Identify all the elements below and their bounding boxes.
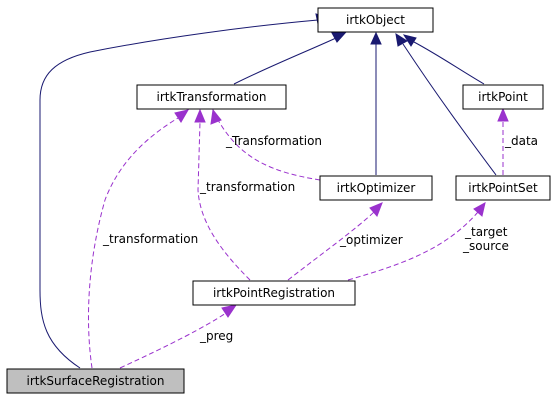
node-irtk-pointset-label: irtkPointSet bbox=[468, 181, 538, 195]
svg-text:_transformation: _transformation bbox=[102, 232, 198, 246]
edge-pointset-to-object bbox=[402, 43, 497, 176]
node-irtk-pointset-box bbox=[455, 175, 551, 201]
node-irtk-point-registration[interactable]: irtkPointRegistration bbox=[192, 280, 356, 306]
svg-text:_target: _target bbox=[464, 225, 508, 239]
node-irtk-point-box bbox=[462, 84, 544, 110]
arrow-point-to-object bbox=[402, 34, 417, 47]
node-irtk-surface-registration[interactable]: irtkSurfaceRegistration bbox=[6, 368, 185, 394]
arrow-surface-registration-uses-transformation bbox=[174, 109, 190, 123]
node-irtk-object-label: irtkObject bbox=[346, 13, 405, 27]
node-irtk-point-label: irtkPoint bbox=[478, 90, 528, 104]
node-irtk-pointset[interactable]: irtkPointSet bbox=[455, 175, 551, 201]
node-irtk-surface-registration-label: irtkSurfaceRegistration bbox=[27, 374, 165, 388]
edge-surface-registration-uses-transformation bbox=[88, 117, 179, 369]
node-irtk-point[interactable]: irtkPoint bbox=[462, 84, 544, 110]
edge-surface-registration-uses-point-registration bbox=[119, 312, 227, 369]
node-irtk-object-box bbox=[317, 7, 434, 33]
edge-surface-registration-to-object bbox=[39, 19, 319, 369]
label-transformation-from-optimizer: _Transformation bbox=[225, 134, 322, 148]
arrow-transformation-to-object bbox=[331, 31, 348, 43]
node-irtk-optimizer-label: irtkOptimizer bbox=[337, 181, 416, 195]
node-irtk-transformation-box bbox=[136, 84, 287, 110]
arrow-optimizer-to-object bbox=[370, 31, 382, 45]
arrow-pointset-to-object bbox=[395, 32, 408, 47]
svg-text:_data: _data bbox=[504, 134, 538, 148]
node-irtk-optimizer[interactable]: irtkOptimizer bbox=[319, 175, 433, 201]
label-source: _source bbox=[462, 239, 509, 253]
arrow-point-registration-uses-transformation bbox=[194, 108, 206, 123]
node-irtk-optimizer-box bbox=[319, 175, 433, 201]
edge-point-to-object bbox=[413, 41, 485, 85]
node-irtk-surface-registration-box bbox=[6, 368, 185, 394]
svg-text:_transformation: _transformation bbox=[199, 180, 295, 194]
edge-transformation-to-object bbox=[233, 37, 337, 85]
label-target: _target bbox=[464, 225, 508, 239]
arrow-surface-registration-uses-point-registration bbox=[221, 304, 238, 318]
node-irtk-transformation-label: irtkTransformation bbox=[157, 90, 267, 104]
svg-text:_Transformation: _Transformation bbox=[225, 134, 322, 148]
label-optimizer: _optimizer bbox=[339, 233, 403, 247]
label-transformation-from-point-registration: _transformation bbox=[199, 180, 295, 194]
svg-text:_source: _source bbox=[462, 239, 509, 253]
label-data: _data bbox=[504, 134, 538, 148]
svg-text:_optimizer: _optimizer bbox=[339, 233, 403, 247]
arrow-pointset-uses-point bbox=[497, 107, 509, 122]
node-irtk-object[interactable]: irtkObject bbox=[317, 7, 434, 33]
svg-text:_preg: _preg bbox=[199, 329, 233, 343]
node-irtk-point-registration-label: irtkPointRegistration bbox=[213, 286, 335, 300]
edge-optimizer-uses-transformation bbox=[217, 119, 321, 181]
arrow-optimizer-uses-transformation bbox=[210, 108, 222, 125]
edge-point-registration-uses-optimizer bbox=[287, 211, 375, 281]
node-irtk-point-registration-box bbox=[192, 280, 356, 306]
node-irtk-transformation[interactable]: irtkTransformation bbox=[136, 84, 287, 110]
label-preg: _preg bbox=[199, 329, 233, 343]
edge-point-registration-uses-transformation bbox=[197, 121, 251, 281]
arrow-point-registration-uses-optimizer bbox=[369, 202, 383, 217]
edge-point-registration-uses-pointset bbox=[347, 211, 479, 281]
label-transformation-from-surface-registration: _transformation bbox=[102, 232, 198, 246]
arrow-point-registration-uses-pointset bbox=[473, 202, 486, 217]
